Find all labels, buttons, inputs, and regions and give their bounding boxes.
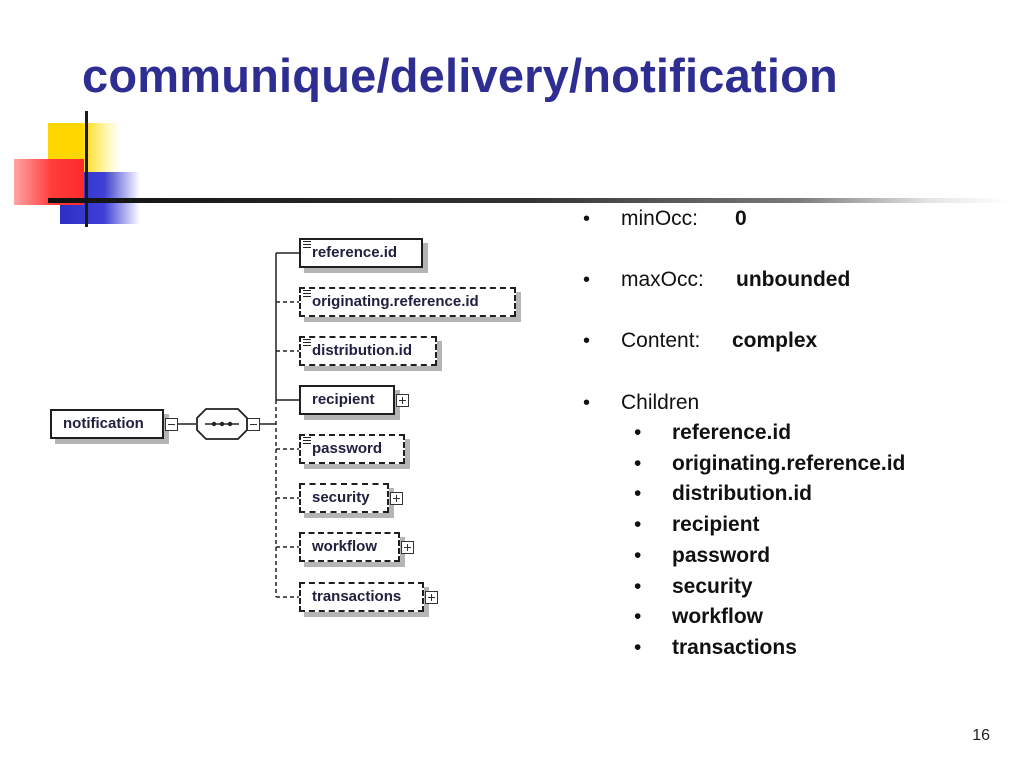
decor-red-square — [14, 159, 84, 205]
expand-toggle-icon[interactable] — [425, 591, 438, 604]
expand-toggle-icon[interactable] — [396, 394, 409, 407]
schema-diagram: notification reference.id originating.re… — [50, 238, 516, 612]
collapse-toggle-icon[interactable] — [247, 418, 260, 431]
collapse-toggle-icon[interactable] — [165, 418, 178, 431]
child-node-label: security — [312, 489, 370, 506]
child-node-label: originating.reference.id — [312, 293, 479, 310]
child-node-reference-id[interactable]: reference.id — [299, 238, 423, 268]
documentation-icon — [303, 339, 311, 347]
slide-title: communique/delivery/notification — [82, 49, 838, 102]
child-node-label: recipient — [312, 391, 375, 408]
child-node-password[interactable]: password — [299, 434, 405, 464]
child-node-label: password — [312, 440, 383, 457]
expand-toggle-icon[interactable] — [390, 492, 403, 505]
child-node-recipient[interactable]: recipient — [299, 385, 395, 415]
documentation-icon — [303, 290, 311, 298]
documentation-icon — [303, 241, 311, 249]
child-node-label: workflow — [312, 538, 378, 555]
expand-toggle-icon[interactable] — [401, 541, 414, 554]
page-number: 16 — [972, 727, 990, 744]
child-node-label: reference.id — [312, 244, 398, 261]
child-node-transactions[interactable]: transactions — [299, 582, 424, 612]
diagram-connectors — [178, 252, 299, 598]
child-node-security[interactable]: security — [299, 483, 389, 513]
decor-vertical-rule — [85, 111, 88, 227]
documentation-icon — [303, 437, 311, 445]
title-underline-rule — [48, 198, 1008, 203]
child-node-originating-reference-id[interactable]: originating.reference.id — [299, 287, 516, 317]
root-node-label: notification — [63, 415, 144, 432]
child-node-workflow[interactable]: workflow — [299, 532, 400, 562]
child-node-label: transactions — [312, 588, 402, 605]
child-node-distribution-id[interactable]: distribution.id — [299, 336, 437, 366]
child-node-label: distribution.id — [312, 342, 412, 359]
root-node[interactable]: notification — [50, 409, 164, 439]
